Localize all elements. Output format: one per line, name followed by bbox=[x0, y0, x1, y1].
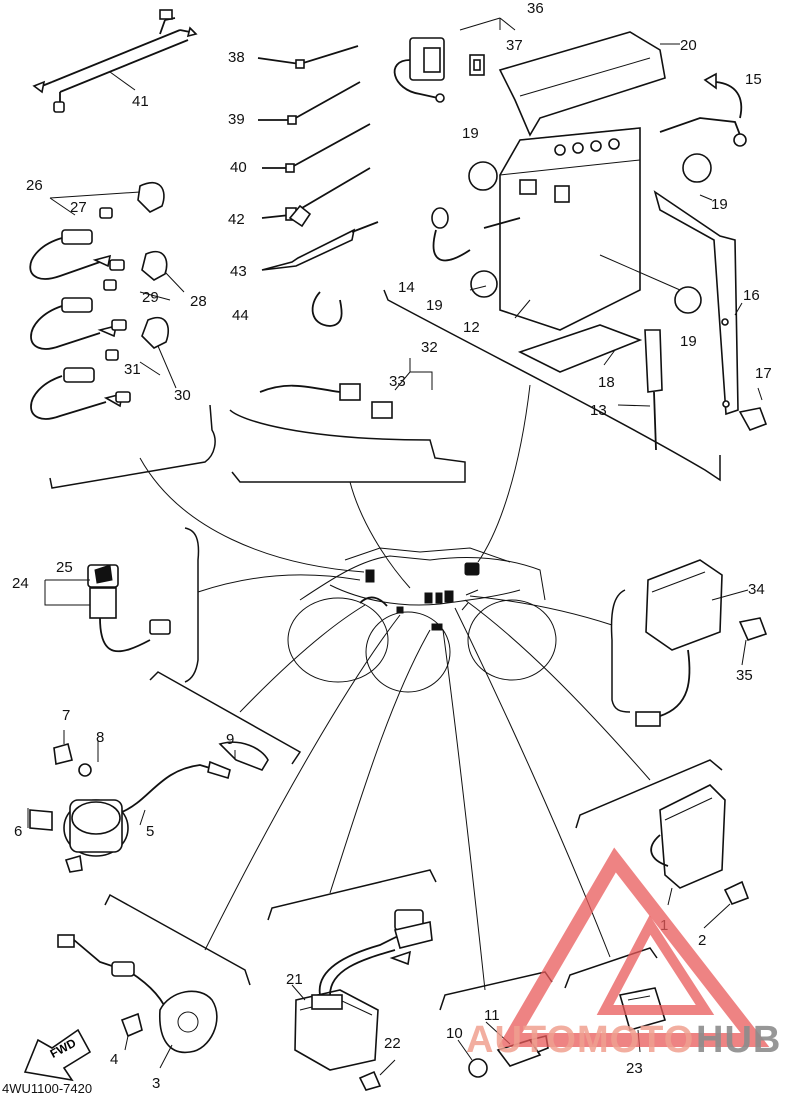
watermark-text-colored: AUTOMOTO bbox=[466, 1019, 694, 1061]
callout-19: 19 bbox=[680, 333, 697, 350]
wire-harness-41 bbox=[32, 9, 198, 113]
callout-42: 42 bbox=[228, 211, 245, 228]
callout-3: 3 bbox=[152, 1075, 160, 1092]
callout-15: 15 bbox=[745, 71, 762, 88]
callout-26: 26 bbox=[26, 177, 43, 194]
callout-22: 22 bbox=[384, 1035, 401, 1052]
callout-5: 5 bbox=[146, 823, 154, 840]
group-brackets bbox=[49, 289, 723, 1011]
callout-13: 13 bbox=[590, 402, 607, 419]
callout-23: 23 bbox=[626, 1060, 643, 1077]
callout-19: 19 bbox=[711, 196, 728, 213]
diagram-code: 4WU1100-7420 bbox=[2, 1081, 92, 1096]
callout-33: 33 bbox=[389, 373, 406, 390]
callout-24: 24 bbox=[12, 575, 29, 592]
callout-37: 37 bbox=[506, 37, 523, 54]
callout-19: 19 bbox=[426, 297, 443, 314]
regulator-34-35 bbox=[635, 559, 768, 727]
callout-21: 21 bbox=[286, 971, 303, 988]
callout-41: 41 bbox=[132, 93, 149, 110]
callout-6: 6 bbox=[14, 823, 22, 840]
callout-9: 9 bbox=[226, 731, 234, 748]
callout-20: 20 bbox=[680, 37, 697, 54]
cable-ties bbox=[257, 45, 379, 327]
callout-16: 16 bbox=[743, 287, 760, 304]
callout-8: 8 bbox=[96, 729, 104, 746]
fwd-arrow-icon bbox=[23, 1028, 92, 1082]
rectifier-21-22 bbox=[291, 909, 433, 1091]
callout-4: 4 bbox=[110, 1051, 118, 1068]
callout-7: 7 bbox=[62, 707, 70, 724]
connector-32-33 bbox=[259, 358, 433, 419]
callout-10: 10 bbox=[446, 1025, 463, 1042]
pickup-coil-3-4 bbox=[23, 934, 218, 1082]
callout-14: 14 bbox=[398, 279, 415, 296]
watermark-text-gray: HUB bbox=[696, 1019, 781, 1061]
callout-36: 36 bbox=[527, 0, 544, 17]
callout-30: 30 bbox=[174, 387, 191, 404]
callout-29: 29 bbox=[142, 289, 159, 306]
callout-19: 19 bbox=[462, 125, 479, 142]
callout-34: 34 bbox=[748, 581, 765, 598]
watermark: AUTOMOTO HUB bbox=[466, 847, 781, 1061]
callout-25: 25 bbox=[56, 559, 73, 576]
callout-17: 17 bbox=[755, 365, 772, 382]
vehicle-outline bbox=[287, 547, 557, 693]
callout-44: 44 bbox=[232, 307, 249, 324]
relay-and-cover bbox=[393, 17, 680, 137]
callout-2: 2 bbox=[698, 932, 706, 949]
spark-plug-leads bbox=[29, 181, 185, 420]
main-switch-24-25 bbox=[44, 564, 171, 653]
callout-43: 43 bbox=[230, 263, 247, 280]
callout-40: 40 bbox=[230, 159, 247, 176]
location-rays bbox=[139, 384, 651, 991]
callout-18: 18 bbox=[598, 374, 615, 391]
callout-38: 38 bbox=[228, 49, 245, 66]
callout-32: 32 bbox=[421, 339, 438, 356]
cdi-unit-1-2 bbox=[650, 784, 750, 929]
callout-31: 31 bbox=[124, 361, 141, 378]
callout-12: 12 bbox=[463, 319, 480, 336]
callout-28: 28 bbox=[190, 293, 207, 310]
callout-39: 39 bbox=[228, 111, 245, 128]
callout-35: 35 bbox=[736, 667, 753, 684]
callout-27: 27 bbox=[70, 199, 87, 216]
ignition-coil-5-9 bbox=[27, 730, 269, 873]
callout-11: 11 bbox=[484, 1007, 500, 1024]
battery-assembly bbox=[431, 72, 768, 451]
watermark-logo-icon bbox=[497, 847, 770, 1047]
